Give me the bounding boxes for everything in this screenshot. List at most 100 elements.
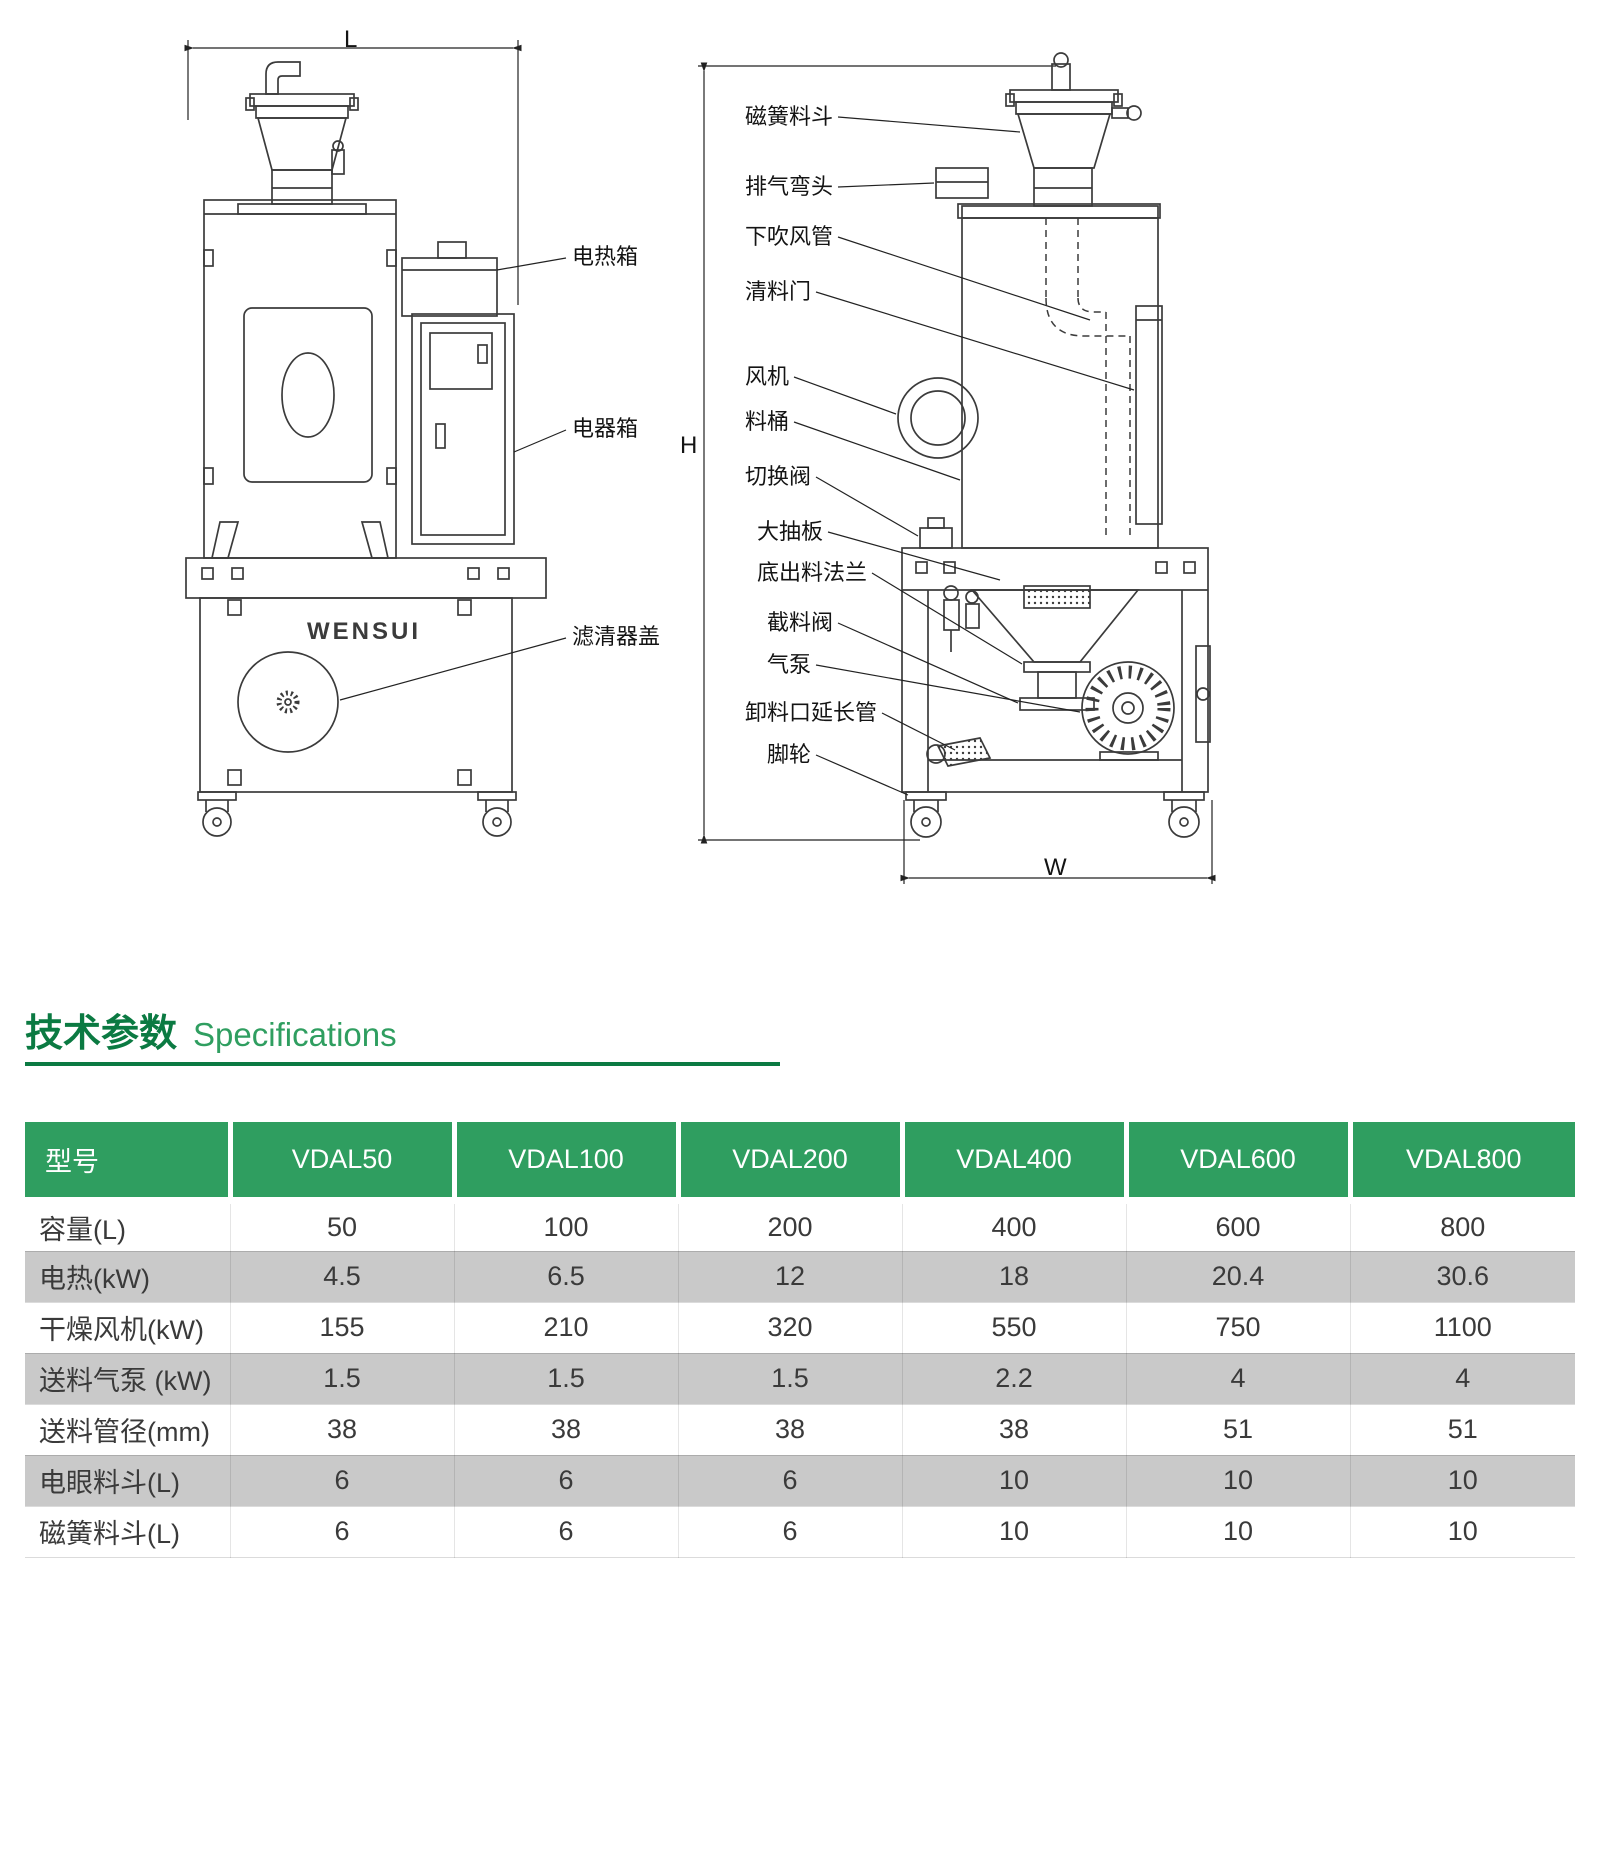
cell: 6.5: [454, 1251, 679, 1303]
row-label: 干燥风机(kW): [25, 1302, 231, 1354]
cell: 1100: [1350, 1302, 1575, 1354]
filter-cover-shape: [237, 651, 339, 753]
callout-heater-box: 电热箱: [572, 244, 639, 269]
technical-drawings: L WENSUI 电热箱 电器箱 滤清器盖 H W 磁簧料斗 排气弯头 下吹风管…: [184, 26, 1216, 884]
cell: 6: [454, 1455, 679, 1507]
cell: 38: [454, 1404, 679, 1456]
cell: 10: [1350, 1455, 1575, 1507]
section-title-en: Specifications: [193, 1016, 397, 1053]
cell: 155: [230, 1302, 455, 1354]
cell: 38: [678, 1404, 903, 1456]
table-row-heating: 电热(kW) 4.5 6.5 12 18 20.4 30.6: [25, 1251, 1575, 1303]
title-underline: [25, 1062, 780, 1066]
callout-switch-valve: 切换阀: [745, 464, 812, 489]
switch-valve-shape: [919, 527, 953, 549]
cell: 600: [1126, 1200, 1351, 1252]
lower-cabinet-shape: [199, 597, 513, 793]
side-casters-shape: [905, 791, 1205, 838]
cell: 100: [454, 1200, 679, 1252]
elbow-pipe-shape: [265, 61, 301, 95]
barrel-body-shape: [961, 205, 1159, 549]
cell: 6: [230, 1455, 455, 1507]
discharge-pipe-shape: [936, 737, 992, 767]
row-label: 容量(L): [25, 1200, 231, 1252]
bottom-flange-shape: [1023, 661, 1091, 673]
cell: 51: [1350, 1404, 1575, 1456]
callout-cleanout-door: 清料门: [745, 279, 812, 304]
cell: 18: [902, 1251, 1127, 1303]
cell: 6: [454, 1506, 679, 1558]
cell: 50: [230, 1200, 455, 1252]
row-label: 磁簧料斗(L): [25, 1506, 231, 1558]
row-label: 送料管径(mm): [25, 1404, 231, 1456]
header-model: 型号: [25, 1122, 233, 1204]
cell: 4: [1126, 1353, 1351, 1405]
electric-cabinet-shape: [411, 313, 515, 545]
cell: 51: [1126, 1404, 1351, 1456]
cell: 6: [678, 1455, 903, 1507]
side-hopper-shape: [1016, 113, 1112, 169]
table-row-pipe-diameter: 送料管径(mm) 38 38 38 38 51 51: [25, 1404, 1575, 1456]
callout-bottom-flange: 底出料法兰: [757, 560, 868, 585]
cell: 38: [902, 1404, 1127, 1456]
table-header-row: 型号 VDAL50 VDAL100 VDAL200 VDAL400 VDAL60…: [25, 1122, 1575, 1204]
row-label: 电热(kW): [25, 1251, 231, 1303]
cell: 1.5: [454, 1353, 679, 1405]
dim-length-label: L: [344, 26, 358, 53]
specifications-table: 型号 VDAL50 VDAL100 VDAL200 VDAL400 VDAL60…: [25, 1122, 1575, 1558]
header-vdal200: VDAL200: [678, 1122, 905, 1204]
drawings-canvas: [184, 40, 1216, 884]
heater-box-shape: [401, 241, 498, 317]
section-title: 技术参数 Specifications: [25, 1002, 397, 1057]
cell: 10: [1126, 1455, 1351, 1507]
cell: 1.5: [230, 1353, 455, 1405]
header-vdal50: VDAL50: [230, 1122, 457, 1204]
dim-height-label: H: [680, 432, 698, 459]
cell: 10: [1126, 1506, 1351, 1558]
callout-caster: 脚轮: [767, 742, 812, 767]
cell: 6: [678, 1506, 903, 1558]
front-view-shape: [184, 40, 567, 837]
table-row-conveying-pump: 送料气泵 (kW) 1.5 1.5 1.5 2.2 4 4: [25, 1353, 1575, 1405]
air-pump-shape: [1081, 661, 1175, 761]
exhaust-elbow-shape: [935, 167, 989, 199]
table-row-capacity: 容量(L) 50 100 200 400 600 800: [25, 1200, 1575, 1252]
cell: 10: [1350, 1506, 1575, 1558]
callout-exhaust-elbow: 排气弯头: [745, 174, 834, 199]
cell: 12: [678, 1251, 903, 1303]
cell: 2.2: [902, 1353, 1127, 1405]
callout-air-pump: 气泵: [767, 652, 812, 677]
cell: 210: [454, 1302, 679, 1354]
cell: 550: [902, 1302, 1127, 1354]
cell: 6: [230, 1506, 455, 1558]
cell: 30.6: [1350, 1251, 1575, 1303]
cell: 400: [902, 1200, 1127, 1252]
cell: 38: [230, 1404, 455, 1456]
cell: 750: [1126, 1302, 1351, 1354]
header-vdal100: VDAL100: [454, 1122, 681, 1204]
cell: 10: [902, 1506, 1127, 1558]
cutoff-valve-shape: [1019, 697, 1095, 711]
table-row-drying-blower: 干燥风机(kW) 155 210 320 550 750 1100: [25, 1302, 1575, 1354]
callout-electric-box: 电器箱: [572, 416, 639, 441]
section-title-zh: 技术参数: [25, 1013, 178, 1055]
callout-fan: 风机: [745, 364, 790, 389]
header-vdal600: VDAL600: [1126, 1122, 1353, 1204]
side-view-shape: [698, 52, 1216, 884]
fan-shape: [897, 377, 979, 459]
front-casters-shape: [197, 791, 517, 837]
table-row-photo-hopper: 电眼料斗(L) 6 6 6 10 10 10: [25, 1455, 1575, 1507]
cleanout-door-shape: [1135, 305, 1163, 525]
callout-material-barrel: 料桶: [745, 409, 790, 434]
header-vdal800: VDAL800: [1350, 1122, 1575, 1204]
row-label: 电眼料斗(L): [25, 1455, 231, 1507]
cell: 1.5: [678, 1353, 903, 1405]
callout-magnetic-hopper: 磁簧料斗: [745, 104, 834, 129]
header-vdal400: VDAL400: [902, 1122, 1129, 1204]
table-row-magnetic-hopper: 磁簧料斗(L) 6 6 6 10 10 10: [25, 1506, 1575, 1558]
cell: 4.5: [230, 1251, 455, 1303]
cell: 4: [1350, 1353, 1575, 1405]
cell: 800: [1350, 1200, 1575, 1252]
base-frame-shape: [901, 547, 1209, 793]
